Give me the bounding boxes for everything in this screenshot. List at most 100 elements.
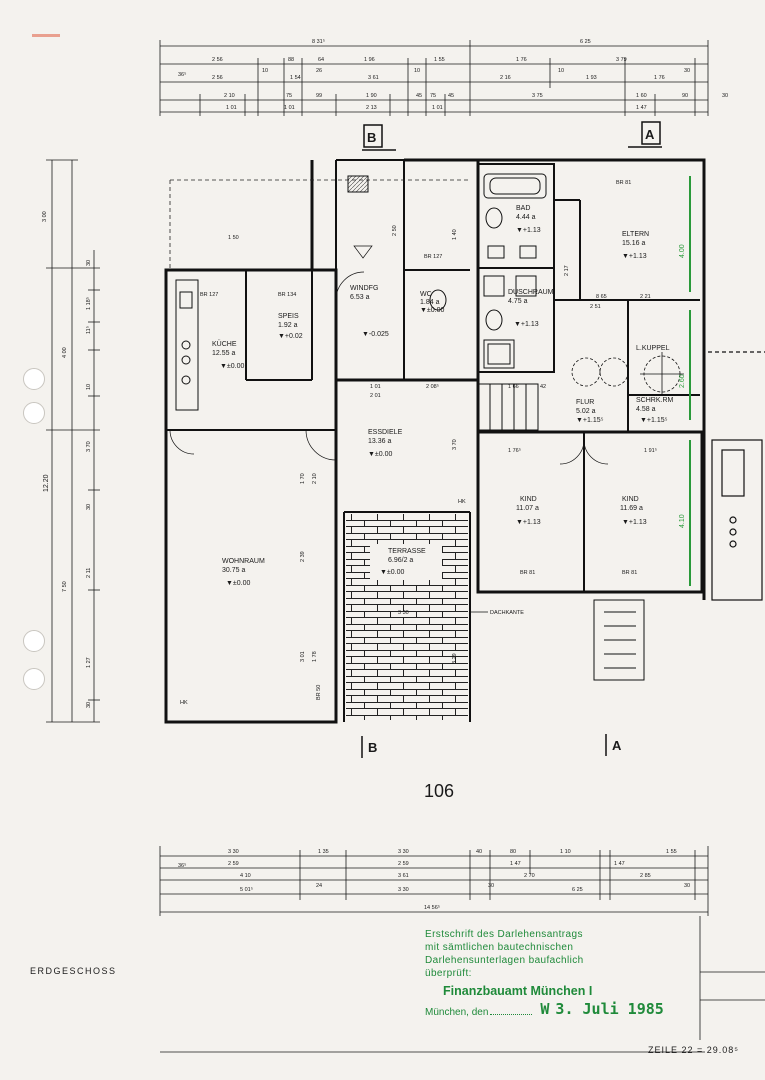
left-dimension-texts: 12.20 3 00 4 00 7 50 30 1 18⁵ 11⁵ 10 3 7…	[42, 211, 92, 708]
room-essdiele-area: 13.36 a	[368, 438, 391, 445]
dim-text: 40	[476, 849, 482, 855]
stamp-line: mit sämtlichen bautechnischen	[425, 942, 574, 953]
dim-text: 99	[316, 93, 322, 99]
dim-text: 5 01⁵	[240, 886, 253, 893]
bath-fixtures	[429, 173, 547, 369]
room-wohnraum-name: WOHNRAUM	[222, 558, 265, 565]
room-kind1-area: 11.07 a	[516, 505, 539, 512]
dim-text: 3 70	[452, 439, 458, 450]
room-kind2-name: KIND	[622, 496, 639, 503]
room-flur-name: FLUR	[576, 399, 594, 406]
dim-text: 8 65	[596, 294, 607, 300]
room-terrasse-area: 6.96/2 a	[388, 557, 413, 564]
room-terrasse-name: TERRASSE	[388, 548, 426, 555]
interior-walls	[166, 159, 585, 722]
dim-text: 1 47	[636, 105, 647, 111]
room-wc-level: ▼±0.00	[420, 307, 445, 314]
dim-text: 3 29	[452, 653, 458, 664]
dim-text: 75	[430, 93, 436, 99]
dim-text: 45	[416, 93, 422, 99]
dim-text: 26	[316, 68, 322, 74]
sheet-number: 106	[424, 781, 454, 801]
room-eltern-area: 15.16 a	[622, 240, 645, 247]
footer-note: ZEILE 22 = 29.08⁵	[648, 1045, 740, 1055]
dim-text: 2 56	[212, 57, 223, 63]
kitchen-counter	[175, 279, 199, 411]
dim-text: 1 76⁵	[508, 447, 521, 454]
dim-text: 1 10	[560, 849, 571, 855]
dim-text: 1 50	[228, 235, 239, 241]
dim-text: 1 90	[366, 93, 377, 99]
room-duschraum-level: ▼+1.13	[514, 321, 539, 328]
dim-text: 1 18⁵	[85, 297, 92, 310]
stamp-dotted-line	[490, 1014, 533, 1015]
dim-text: 1 96	[364, 57, 375, 63]
label-br81b: BR 81	[520, 570, 535, 576]
dim-text: 10	[414, 68, 420, 74]
dim-overall-bottom: 14 56⁵	[424, 904, 440, 911]
room-schrank-name: SCHRK.RM	[636, 397, 674, 404]
dim-text: 3 01	[300, 651, 306, 662]
dim-text: 1 70	[300, 473, 306, 484]
dim-text: 1 60	[636, 93, 647, 99]
room-kind2-level: ▼+1.13	[622, 519, 647, 526]
dim-text: 10	[86, 384, 92, 390]
room-kueche-name: KÜCHE	[212, 340, 237, 348]
room-wc-name: WC	[420, 291, 432, 298]
section-b-bottom: B	[368, 740, 377, 755]
dim-text: 1 76	[516, 57, 527, 63]
dim-text: 30	[722, 93, 728, 99]
door-swings	[169, 245, 609, 465]
dim-text: 36⁵	[178, 862, 186, 869]
dim-text: 4 10	[240, 873, 251, 879]
room-wohnraum-area: 30.75 a	[222, 567, 245, 574]
chimney	[347, 175, 369, 193]
label-br127b: BR 127	[424, 254, 442, 260]
room-speis-level: ▼+0.02	[278, 333, 303, 340]
label-br134: BR 134	[278, 292, 296, 298]
dim-text: 1 47	[510, 861, 521, 867]
dim-text: 2 10	[224, 93, 235, 99]
dim-text: 2 11	[86, 568, 92, 578]
dim-text: 6 25	[572, 887, 583, 893]
room-essdiele-name: ESSDIELE	[368, 429, 403, 436]
label-br50: BR 50	[316, 685, 322, 700]
section-a-bottom: A	[612, 738, 622, 753]
dim-text: 1 27	[86, 657, 92, 668]
dim-text: 88	[288, 57, 294, 63]
dim-text: 2 51	[590, 304, 601, 310]
dim-schrank-window: 2.60	[679, 374, 686, 388]
label-br81a: BR 81	[616, 180, 631, 186]
stamp-office: Finanzbauamt München I	[443, 984, 593, 998]
dim-text: 1 76	[654, 75, 665, 81]
punch-hole	[23, 368, 45, 390]
punch-hole	[23, 630, 45, 652]
room-windfg-name: WINDFG	[350, 285, 378, 292]
stair	[477, 383, 539, 431]
dim-text: 1 01	[284, 105, 295, 111]
dim-text: 2 01	[370, 393, 381, 399]
dim-text: 1 91⁵	[644, 447, 657, 454]
dim-text: 1 35	[318, 849, 329, 855]
room-schrank-area: 4.58 a	[636, 406, 656, 413]
dim-text: 1 55	[434, 57, 445, 63]
dim-text: 2 13	[366, 105, 377, 111]
dim-text: 42	[540, 384, 546, 390]
room-speis-name: SPEIS	[278, 313, 299, 320]
exterior-stair	[593, 599, 645, 681]
dim-text: 1 47	[614, 861, 625, 867]
stamp-line: Erstschrift des Darlehensantrags	[425, 929, 583, 940]
dim-text: 75	[286, 93, 292, 99]
dim-text: 36⁵	[178, 71, 186, 78]
green-window-dims: 4.00 2.60 4.10	[679, 244, 686, 528]
dim-text: 90	[682, 93, 688, 99]
upper-bath-wing	[477, 163, 700, 432]
dim-text: 30	[86, 504, 92, 510]
skylight	[571, 352, 684, 396]
room-labels: KÜCHE 12.55 a ▼±0.00 SPEIS 1.92 a ▼+0.02…	[212, 205, 674, 587]
dim-text: 2 56	[212, 75, 223, 81]
dim-text: 1 78	[312, 651, 318, 662]
dim-text: 3 79	[616, 57, 627, 63]
dim-text: 3 00	[42, 211, 48, 222]
window-annotations: BR 127 BR 134 BR 127 BR 81 BR 81 BR 81 B…	[180, 180, 637, 706]
